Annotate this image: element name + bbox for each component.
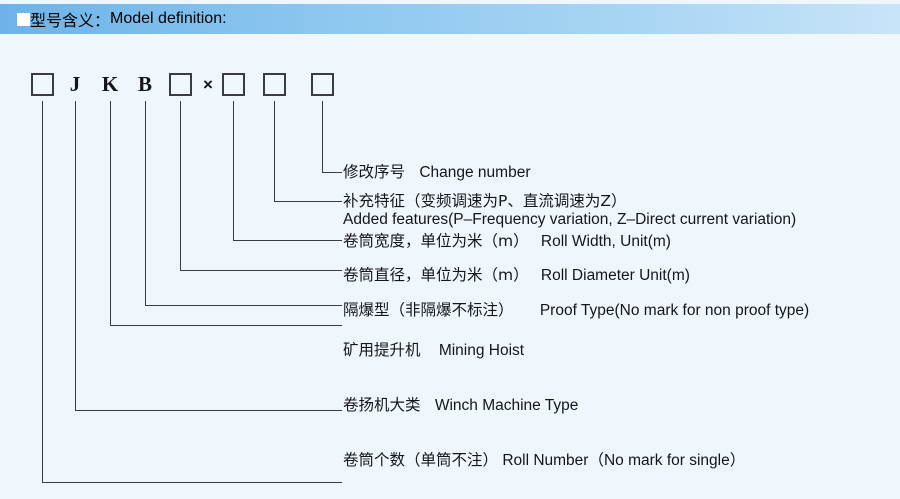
leader-hline-roll-number [42, 482, 342, 483]
desc-roll-number-en: Roll Number（No mark for single） [502, 452, 746, 469]
code-letter-b: B [137, 72, 152, 96]
desc-roll-diameter-en: Roll Diameter Unit(m) [540, 267, 690, 284]
desc-mining-hoist-cn: 矿用提升机 [343, 341, 421, 359]
code-multiply-sign: × [203, 75, 213, 94]
leader-vline-roll-number [42, 101, 43, 483]
code-box-roll-number [31, 73, 54, 96]
desc-proof-type-en: Proof Type(No mark for non proof type) [539, 302, 810, 319]
leader-vline-mining-hoist [110, 101, 111, 326]
leader-hline-added-features [274, 201, 342, 202]
desc-added-features-cn: 补充特征（变频调速为P、直流调速为Z） [343, 192, 627, 210]
leader-vline-roll-diameter [180, 101, 181, 271]
leader-vline-winch-type [75, 101, 76, 411]
leader-vline-added-features [274, 101, 275, 202]
leader-hline-proof-type [145, 305, 342, 306]
desc-proof-type: 隔爆型（非隔爆不标注） Proof Type(No mark for non p… [343, 300, 809, 321]
leader-hline-change-number [322, 172, 342, 173]
leader-hline-roll-diameter [180, 270, 342, 271]
code-letter-k: K [101, 72, 119, 96]
code-box-roll-diameter [222, 73, 245, 96]
filled-square-icon [17, 12, 30, 26]
header-title-cn: 型号含义 [30, 13, 95, 30]
desc-change-number: 修改序号 Change number [343, 162, 531, 183]
code-box-proof-type [169, 73, 192, 96]
header-title-en: Model definition: [110, 10, 227, 27]
desc-mining-hoist-en: Mining Hoist [438, 342, 525, 359]
leader-hline-roll-width [233, 240, 342, 241]
code-letter-j: J [69, 72, 81, 96]
desc-winch-machine-type: 卷扬机大类 Winch Machine Type [343, 395, 578, 416]
leader-vline-proof-type [145, 101, 146, 306]
section-header-bar: 型号含义 ： Model definition: [0, 4, 900, 34]
desc-winch-machine-type-en: Winch Machine Type [434, 397, 579, 414]
code-box-change-number [311, 73, 334, 96]
desc-added-features-en: Added features(P–Frequency variation, Z–… [343, 211, 797, 228]
desc-roll-number: 卷筒个数（单筒不注） Roll Number（No mark for singl… [343, 450, 745, 471]
code-box-roll-width [263, 73, 286, 96]
leader-vline-roll-width [233, 101, 234, 241]
leader-hline-mining-hoist [110, 325, 342, 326]
desc-roll-diameter: 卷筒直径，单位为米（m） Roll Diameter Unit(m) [343, 265, 690, 286]
desc-roll-width-cn: 卷筒宽度，单位为米（m） [343, 232, 529, 250]
desc-roll-width: 卷筒宽度，单位为米（m） Roll Width, Unit(m) [343, 231, 671, 252]
desc-mining-hoist: 矿用提升机 Mining Hoist [343, 340, 524, 361]
leader-hline-winch-type [75, 410, 342, 411]
leader-vline-change-number [322, 101, 323, 173]
desc-winch-machine-type-cn: 卷扬机大类 [343, 396, 421, 414]
desc-proof-type-cn: 隔爆型（非隔爆不标注） [343, 301, 514, 319]
desc-roll-diameter-cn: 卷筒直径，单位为米（m） [343, 266, 529, 284]
desc-roll-width-en: Roll Width, Unit(m) [540, 233, 671, 250]
desc-roll-number-cn: 卷筒个数（单筒不注） [343, 451, 499, 469]
desc-change-number-cn: 修改序号 [343, 163, 406, 181]
header-colon: ： [94, 13, 111, 30]
desc-added-features: 补充特征（变频调速为P、直流调速为Z） [343, 191, 626, 212]
desc-change-number-en: Change number [419, 164, 531, 181]
